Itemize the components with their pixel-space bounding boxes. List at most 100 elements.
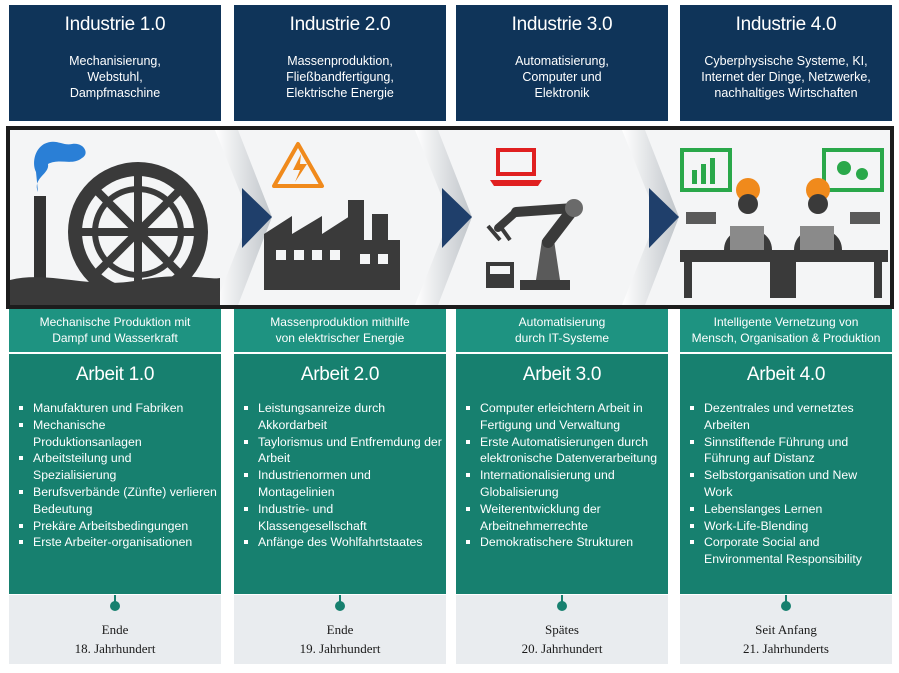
desc-line: Elektrische Energie (286, 86, 394, 100)
list-item: Lebenslanges Lernen (688, 501, 888, 518)
sub-line: von elektrischer Energie (275, 331, 405, 345)
illustration-band (6, 126, 894, 309)
desc-line: Automatisierung, (515, 54, 609, 68)
era-box-4: Seit Anfang 21. Jahrhunderts (680, 595, 892, 664)
list-item: Computer erleichtern Arbeit in Fertigung… (464, 400, 664, 434)
list-item: Selbstorganisation und New Work (688, 467, 888, 501)
era-box-1: Ende 18. Jahrhundert (9, 595, 221, 664)
robot-arm-icon (486, 199, 583, 290)
era-line: Ende (101, 622, 129, 637)
timeline-connector (114, 595, 116, 603)
high-voltage-icon (272, 142, 324, 188)
sub-line: durch IT-Systeme (514, 331, 610, 345)
header-desc: Massenproduktion, Fließbandfertigung, El… (234, 53, 446, 101)
era-line: 18. Jahrhundert (74, 641, 156, 656)
list-item: Sinnstiftende Führung und Führung auf Di… (688, 434, 888, 468)
desc-line: Mechanisierung, (69, 54, 161, 68)
desc-line: Dampfmaschine (69, 86, 161, 100)
illustration-svg (10, 130, 890, 305)
era-line: 20. Jahrhundert (521, 641, 603, 656)
timeline-connector (339, 595, 341, 603)
list-item: Leistungsanreize durch Akkordarbeit (242, 400, 442, 434)
list-item: Prekäre Arbeitsbedingungen (17, 518, 217, 535)
work-box-2: Arbeit 2.0 Leistungsanreize durch Akkord… (234, 354, 446, 594)
list-item: Internationalisierung und Globalisierung (464, 467, 664, 501)
era-line: Seit Anfang (755, 622, 817, 637)
era-box-3: Spätes 20. Jahrhundert (456, 595, 668, 664)
work-title: Arbeit 3.0 (522, 364, 602, 385)
desc-line: Fließbandfertigung, (286, 70, 394, 84)
desc-line: Cyberphysische Systeme, KI, (704, 54, 868, 68)
list-item: Weiterentwicklung der Arbeitnehmerrechte (464, 501, 664, 535)
work-title: Arbeit 2.0 (300, 364, 380, 385)
list-item: Demokratischere Strukturen (464, 534, 664, 551)
list-item: Erste Arbeiter-organisationen (17, 534, 217, 551)
header-desc: Mechanisierung, Webstuhl, Dampfmaschine (9, 53, 221, 101)
era-line: Spätes (545, 622, 579, 637)
sub-line: Automatisierung (518, 315, 606, 329)
chevron-arrow-icon (622, 130, 679, 305)
sub-line: Mensch, Organisation & Produktion (691, 331, 881, 345)
header-title: Industrie 3.0 (511, 14, 613, 35)
list-item: Mechanische Produktionsanlagen (17, 417, 217, 451)
work-box-1: Arbeit 1.0 Manufakturen und Fabriken Mec… (9, 354, 221, 594)
desc-line: Internet der Dinge, Netzwerke, (701, 70, 871, 84)
header-industrie-4: Industrie 4.0 Cyberphysische Systeme, KI… (680, 5, 892, 121)
timeline-dot-icon (781, 601, 791, 611)
work-box-3: Arbeit 3.0 Computer erleichtern Arbeit i… (456, 354, 668, 594)
header-title: Industrie 2.0 (289, 14, 391, 35)
header-desc: Automatisierung, Computer und Elektronik (456, 53, 668, 101)
sub-line: Massenproduktion mithilfe (270, 315, 410, 329)
work-title: Arbeit 4.0 (746, 364, 826, 385)
list-item: Anfänge des Wohlfahrtstaates (242, 534, 442, 551)
era-line: 19. Jahrhundert (299, 641, 381, 656)
list-item: Berufsverbände (Zünfte) verlieren Bedeut… (17, 484, 217, 518)
header-industrie-3: Industrie 3.0 Automatisierung, Computer … (456, 5, 668, 121)
sub-line: Dampf und Wasserkraft (52, 331, 178, 345)
work-list: Computer erleichtern Arbeit in Fertigung… (456, 400, 668, 551)
list-item: Taylorismus und Entfremdung der Arbeit (242, 434, 442, 468)
chevron-arrow-icon (215, 130, 272, 305)
timeline-dot-icon (557, 601, 567, 611)
sub-line: Intelligente Vernetzung von (713, 315, 859, 329)
timeline-dot-icon (110, 601, 120, 611)
desc-line: nachhaltiges Wirtschaften (714, 86, 858, 100)
list-item: Dezentrales und vernetztes Arbeiten (688, 400, 888, 434)
header-desc: Cyberphysische Systeme, KI, Internet der… (680, 53, 892, 101)
subtitle-bar-3: Automatisierung durch IT-Systeme (456, 309, 668, 352)
dashboard-screen-icon (680, 148, 884, 192)
list-item: Industrie- und Klassengesellschaft (242, 501, 442, 535)
list-item: Erste Automatisierungen durch elektronis… (464, 434, 664, 468)
timeline-connector (785, 595, 787, 603)
chevron-arrow-icon (415, 130, 472, 305)
workers-at-desk-icon (680, 178, 888, 298)
list-item: Corporate Social and Environmental Respo… (688, 534, 888, 568)
era-line: Ende (326, 622, 354, 637)
era-line: 21. Jahrhunderts (743, 641, 829, 656)
list-item: Manufakturen und Fabriken (17, 400, 217, 417)
header-industrie-1: Industrie 1.0 Mechanisierung, Webstuhl, … (9, 5, 221, 121)
header-title: Industrie 4.0 (735, 14, 837, 35)
waterwheel-icon (68, 162, 208, 302)
timeline-dot-icon (335, 601, 345, 611)
work-list: Manufakturen und Fabriken Mechanische Pr… (9, 400, 221, 551)
factory-icon (264, 200, 400, 290)
smokestack-icon (34, 141, 86, 288)
desc-line: Computer und (522, 70, 602, 84)
list-item: Industrienormen und Montagelinien (242, 467, 442, 501)
work-box-4: Arbeit 4.0 Dezentrales und vernetztes Ar… (680, 354, 892, 594)
desc-line: Elektronik (534, 86, 590, 100)
work-list: Leistungsanreize durch Akkordarbeit Tayl… (234, 400, 446, 551)
list-item: Work-Life-Blending (688, 518, 888, 535)
subtitle-bar-4: Intelligente Vernetzung von Mensch, Orga… (680, 309, 892, 352)
subtitle-bar-2: Massenproduktion mithilfe von elektrisch… (234, 309, 446, 352)
list-item: Arbeitsteilung und Spezialisierung (17, 450, 217, 484)
sub-line: Mechanische Produktion mit (39, 315, 191, 329)
subtitle-bar-1: Mechanische Produktion mit Dampf und Was… (9, 309, 221, 352)
laptop-icon (490, 148, 542, 186)
work-list: Dezentrales und vernetztes Arbeiten Sinn… (680, 400, 892, 568)
desc-line: Webstuhl, (87, 70, 143, 84)
desc-line: Massenproduktion, (287, 54, 393, 68)
header-industrie-2: Industrie 2.0 Massenproduktion, Fließban… (234, 5, 446, 121)
work-title: Arbeit 1.0 (75, 364, 155, 385)
